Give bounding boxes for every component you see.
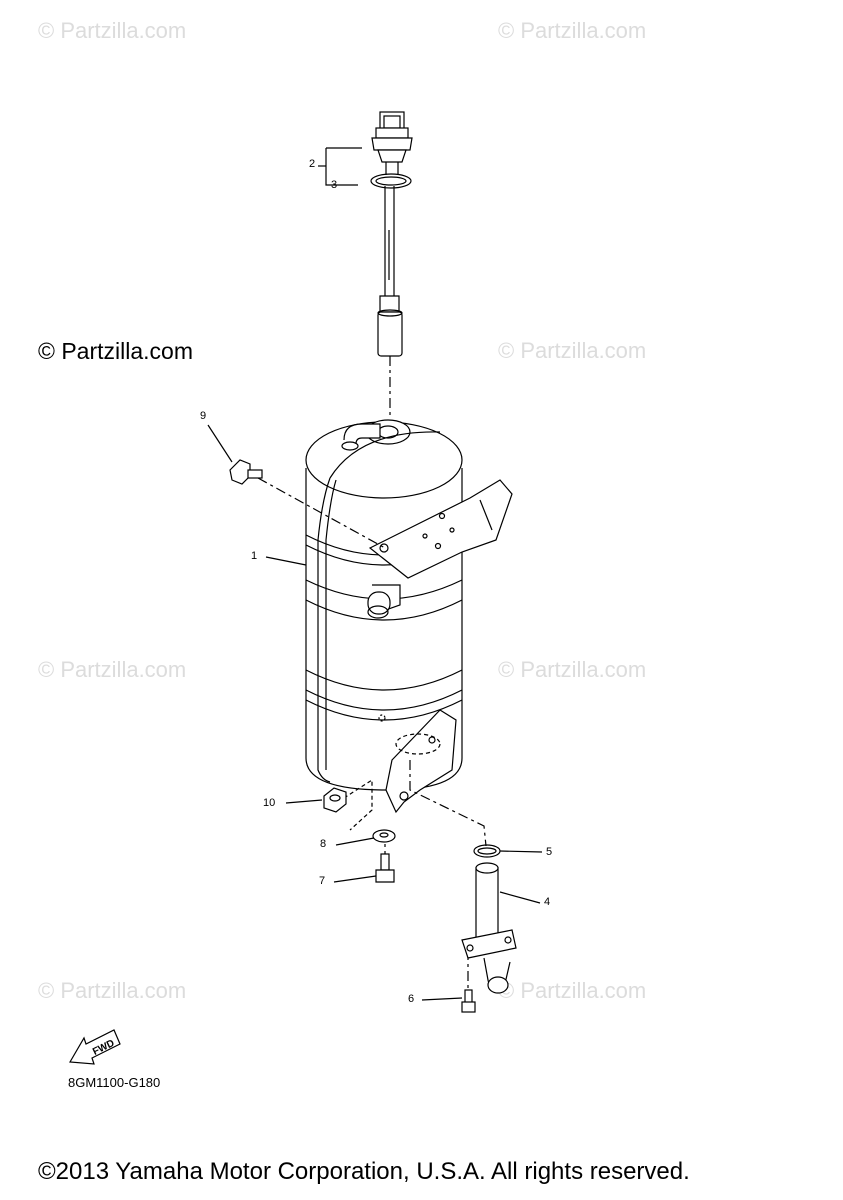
watermark: © Partzilla.com [38, 657, 187, 682]
bolt [375, 853, 395, 883]
main-watermark: © Partzilla.com [38, 338, 193, 364]
o-ring [370, 173, 412, 189]
copyright-notice: ©2013 Yamaha Motor Corporation, U.S.A. A… [38, 1158, 690, 1185]
callout-6: 6 [408, 993, 415, 1005]
watermark: © Partzilla.com [498, 338, 647, 363]
callout-7: 7 [319, 875, 326, 887]
callout-3: 3 [331, 179, 338, 191]
diagram-code: 8GM1100-G180 [68, 1075, 161, 1090]
screw [461, 989, 476, 1013]
callout-9: 9 [200, 410, 207, 422]
sender-unit [371, 111, 413, 357]
watermark: © Partzilla.com [498, 657, 647, 682]
bolt [229, 459, 263, 485]
callout-2: 2 [309, 158, 316, 170]
watermark: © Partzilla.com [38, 18, 187, 43]
callout-1: 1 [251, 550, 258, 562]
watermark: © Partzilla.com [38, 978, 187, 1003]
washer [372, 829, 396, 843]
callout-10: 10 [263, 797, 276, 809]
callout-5: 5 [546, 846, 553, 858]
watermark: © Partzilla.com [498, 18, 647, 43]
fwd-arrow-icon: FWD [69, 1029, 121, 1065]
callout-8: 8 [320, 838, 327, 850]
drain-pipe [461, 862, 517, 994]
watermark: © Partzilla.com [498, 978, 647, 1003]
nut [323, 787, 347, 813]
water-separator-tank [305, 419, 513, 814]
callout-4: 4 [544, 896, 551, 908]
